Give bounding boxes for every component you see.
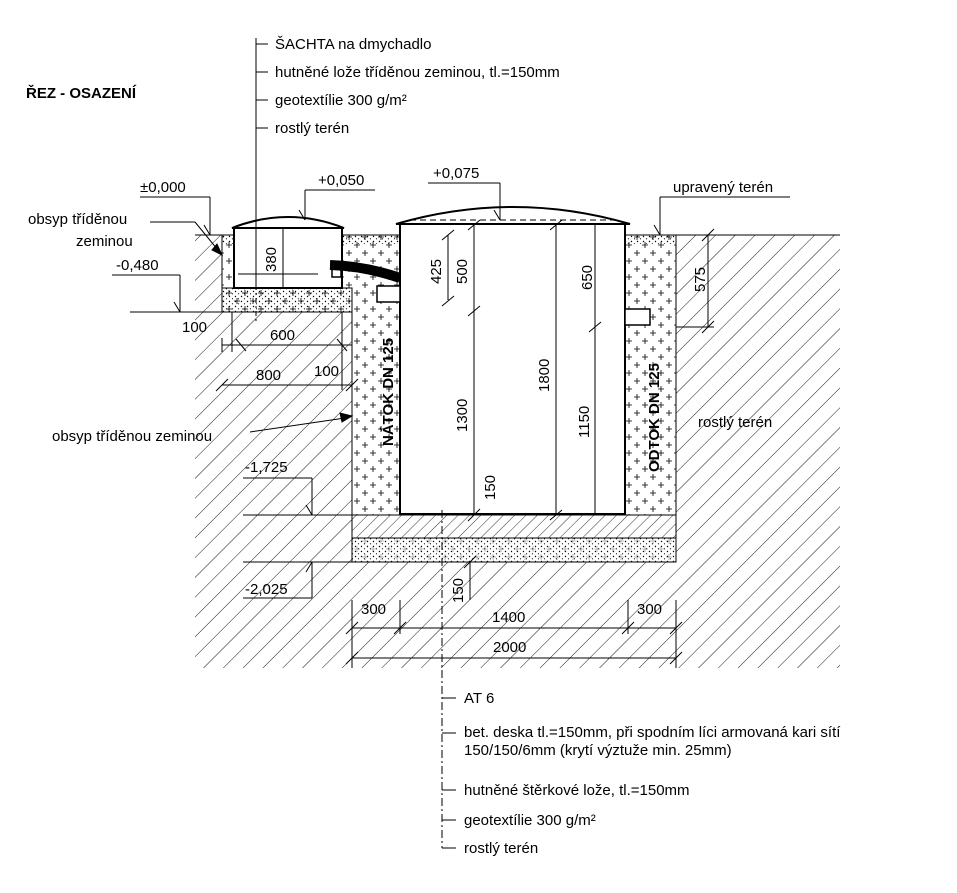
dim-500: 500: [454, 259, 471, 284]
level-shaft-lid: +0,050: [318, 172, 364, 189]
dim-150b: 150: [450, 578, 467, 603]
shaft-layer-3: geotextílie 300 g/m²: [275, 92, 407, 109]
native-soil-hatch: [195, 235, 840, 668]
level-tank-lid: +0,075: [433, 165, 479, 182]
dim-150a: 150: [482, 475, 499, 500]
shaft-bed: [221, 287, 353, 313]
dim-380: 380: [263, 247, 280, 272]
drawing-title: ŘEZ - OSAZENÍ: [26, 84, 137, 102]
label-terrain-adjusted: upravený terén: [673, 179, 773, 196]
level-pit-bottom: -2,025: [245, 581, 288, 598]
dim-575: 575: [692, 267, 709, 292]
tank-body: [399, 223, 626, 515]
level-tank-bottom: -1,725: [245, 459, 288, 476]
tank-layer-5: geotextílie 300 g/m²: [464, 812, 596, 829]
dim-1800: 1800: [536, 359, 553, 392]
concrete-slab: [351, 514, 677, 539]
tank-layer-4: hutněné štěrkové lože, tl.=150mm: [464, 782, 690, 799]
shaft-layer-2: hutněné lože tříděnou zeminou, tl.=150mm: [275, 64, 560, 81]
level-markers: [112, 182, 790, 599]
level-zero: ±0,000: [140, 179, 186, 196]
dim-425: 425: [428, 259, 445, 284]
outlet-stub: [624, 308, 651, 326]
shaft-layer-1: ŠACHTA na dmychadlo: [275, 36, 431, 53]
dim-300a: 300: [361, 601, 386, 618]
label-backfill-mid: obsyp tříděnou zeminou: [52, 428, 212, 445]
dim-1150: 1150: [576, 406, 593, 438]
dim-650: 650: [579, 265, 596, 290]
tank-leader: [442, 697, 456, 849]
label-backfill-left-1: obsyp tříděnou: [28, 211, 127, 228]
dim-300b: 300: [637, 601, 662, 618]
tank-layer-2: bet. deska tl.=150mm, při spodním líci a…: [464, 724, 841, 741]
label-inlet: NÁTOK DN 125: [380, 338, 397, 446]
shaft-layer-4: rostlý terén: [275, 120, 349, 137]
dim-2000: 2000: [493, 639, 526, 656]
shaft-leader: [255, 38, 268, 285]
label-arrows: [150, 221, 354, 433]
tank-layer-3: 150/150/6mm (krytí výztuže min. 25mm): [464, 742, 732, 759]
dim-600: 600: [270, 327, 295, 344]
label-native-soil: rostlý terén: [698, 414, 772, 431]
label-outlet: ODTOK DN 125: [646, 363, 663, 472]
inlet-stub: [376, 285, 401, 303]
dim-100a: 100: [182, 319, 207, 336]
tank-layer-6: rostlý terén: [464, 840, 538, 857]
tank-dimension-lines: [282, 219, 715, 521]
shaft-lid: [231, 216, 345, 229]
label-backfill-left-2: zeminou: [76, 233, 133, 250]
tank-layer-1: AT 6: [464, 690, 494, 707]
dim-1400: 1400: [492, 609, 525, 626]
tank-lid: [395, 206, 631, 225]
bottom-dimensions: [215, 312, 683, 668]
air-pipe: [329, 260, 402, 283]
dim-800: 800: [256, 367, 281, 384]
dim-1300: 1300: [454, 399, 471, 432]
shaft-body: [233, 227, 343, 289]
level-shaft-bottom: -0,480: [116, 257, 159, 274]
dim-100b: 100: [314, 363, 339, 380]
